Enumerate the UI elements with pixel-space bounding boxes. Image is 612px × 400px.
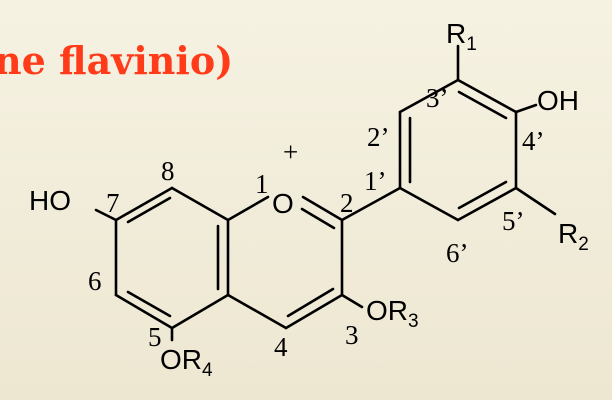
bond-c5-c6 [114,293,174,330]
bond-o1-c2 [301,195,344,222]
hydroxyl-4prime-label: OH [537,85,579,116]
position-6: 6 [88,266,102,296]
bond-c4p-oh [514,103,538,114]
bond-c5p-c6p [456,186,518,222]
position-8: 8 [161,156,175,186]
position-5prime: 5’ [502,206,525,236]
position-3prime: 3’ [426,83,449,113]
position-4prime: 4’ [522,126,545,156]
bond-c5p-c6p-double [457,180,508,210]
bond-c4a-c5 [170,293,230,330]
bond-c3p-c4p [456,78,518,114]
positive-charge-label: + [283,137,298,167]
r1-label: R1 [446,18,477,55]
or3-label: OR3 [366,295,419,332]
position-3: 3 [345,320,359,350]
bond-c3p-c4p-double [457,90,508,120]
position-2prime: 2’ [367,122,390,152]
bond-c5p-r2 [514,186,557,216]
bond-c3-or3 [340,293,364,309]
position-1prime: 1’ [364,166,387,196]
position-6prime: 6’ [446,238,469,268]
position-1: 1 [255,169,269,199]
position-4: 4 [274,332,288,362]
bonds [94,44,557,342]
bond-c7-c8 [114,186,174,222]
position-numbers: 1 2 3 4 5 6 7 8 1’ 2’ 3’ 4’ 5’ 6’ [88,83,545,362]
bond-c7-c8-double [126,196,172,224]
hydroxyl-7-label: HO [29,185,71,216]
bond-c8a-o1 [226,195,270,222]
bond-o1-c2-double [300,207,336,230]
bond-c2p-c3p [398,78,460,114]
or4-label: OR4 [160,344,213,381]
bond-c8-c8a [170,186,230,222]
bond-c3-c4 [284,293,344,330]
atom-labels: O + HO OH R1 R2 OR3 OR4 [29,18,589,381]
bond-c2-c1p [340,186,402,222]
position-5: 5 [148,322,162,352]
bond-c3-c4-double [286,287,335,318]
position-2: 2 [340,188,354,218]
slide-title: ne flavinio) [0,38,233,83]
r2-label: R2 [558,218,589,255]
bond-c7-ho [94,208,118,222]
bond-c4-c4a [226,293,288,330]
position-7: 7 [106,188,120,218]
ring-oxygen-label: O [272,188,294,219]
bond-c5-c6-double [126,290,172,318]
bond-c6p-c1p [398,186,460,222]
